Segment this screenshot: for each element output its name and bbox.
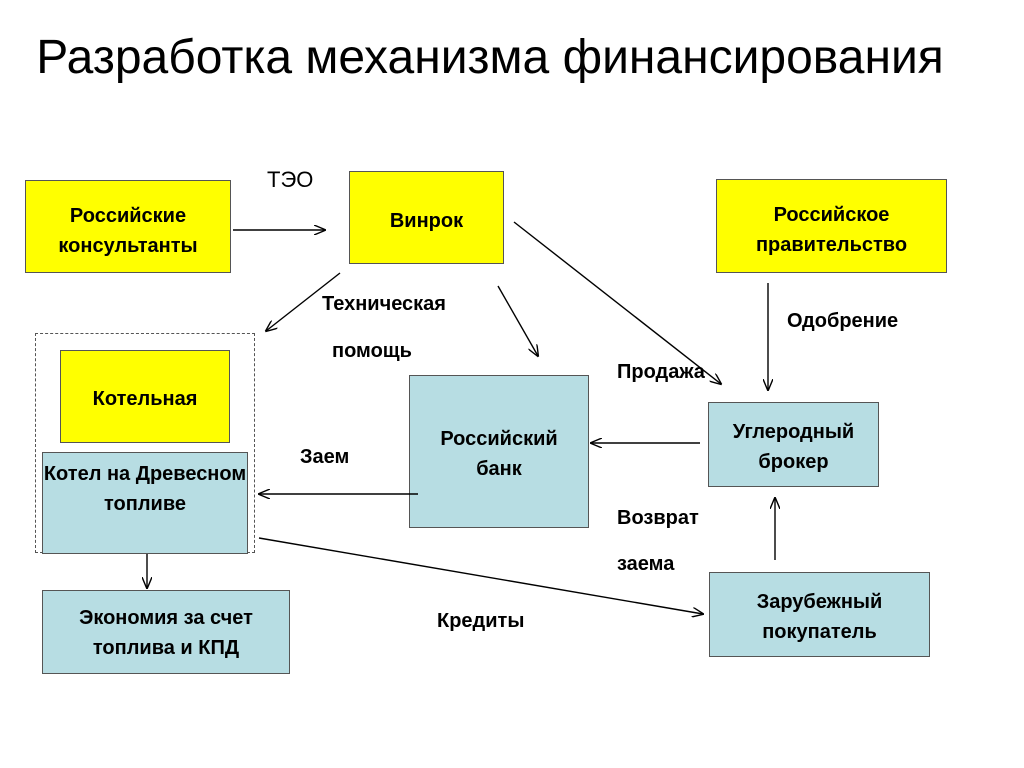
loan-return-label-1: Возврат <box>617 507 699 529</box>
sale-label: Продажа <box>617 361 705 383</box>
arrow-boiler-to-foreign-buyer <box>258 537 703 614</box>
foreign-buyer-box: Зарубежный покупатель <box>709 572 930 657</box>
loan-return-label-2: заема <box>617 553 675 575</box>
tech-assistance-label-1: Техническая <box>322 293 446 315</box>
vinrok-box: Винрок <box>349 171 504 264</box>
feasibility-label: ТЭО <box>267 167 314 192</box>
approval-label: Одобрение <box>787 310 899 332</box>
arrow-vinrok-to-broker <box>513 221 721 384</box>
arrow-vinrok-to-boiler-group <box>266 272 341 331</box>
boiler-house-box: Котельная <box>60 350 230 443</box>
carbon-broker-box: Углеродный брокер <box>708 402 879 487</box>
russian-consultants-box: Российские консультанты <box>25 180 231 273</box>
wood-boiler-box: Котел на Древесном топливе <box>42 452 248 554</box>
tech-assistance-label-2: помощь <box>332 340 412 362</box>
loan-label: Заем <box>300 446 350 468</box>
credits-label: Кредиты <box>437 610 525 632</box>
russian-bank-box: Российский банк <box>409 375 589 528</box>
savings-box: Экономия за счет топлива и КПД <box>42 590 290 674</box>
russian-government-box: Российское правительство <box>716 179 947 273</box>
page-title: Разработка механизма финансирования <box>36 31 944 84</box>
arrow-vinrok-to-bank <box>497 285 538 356</box>
